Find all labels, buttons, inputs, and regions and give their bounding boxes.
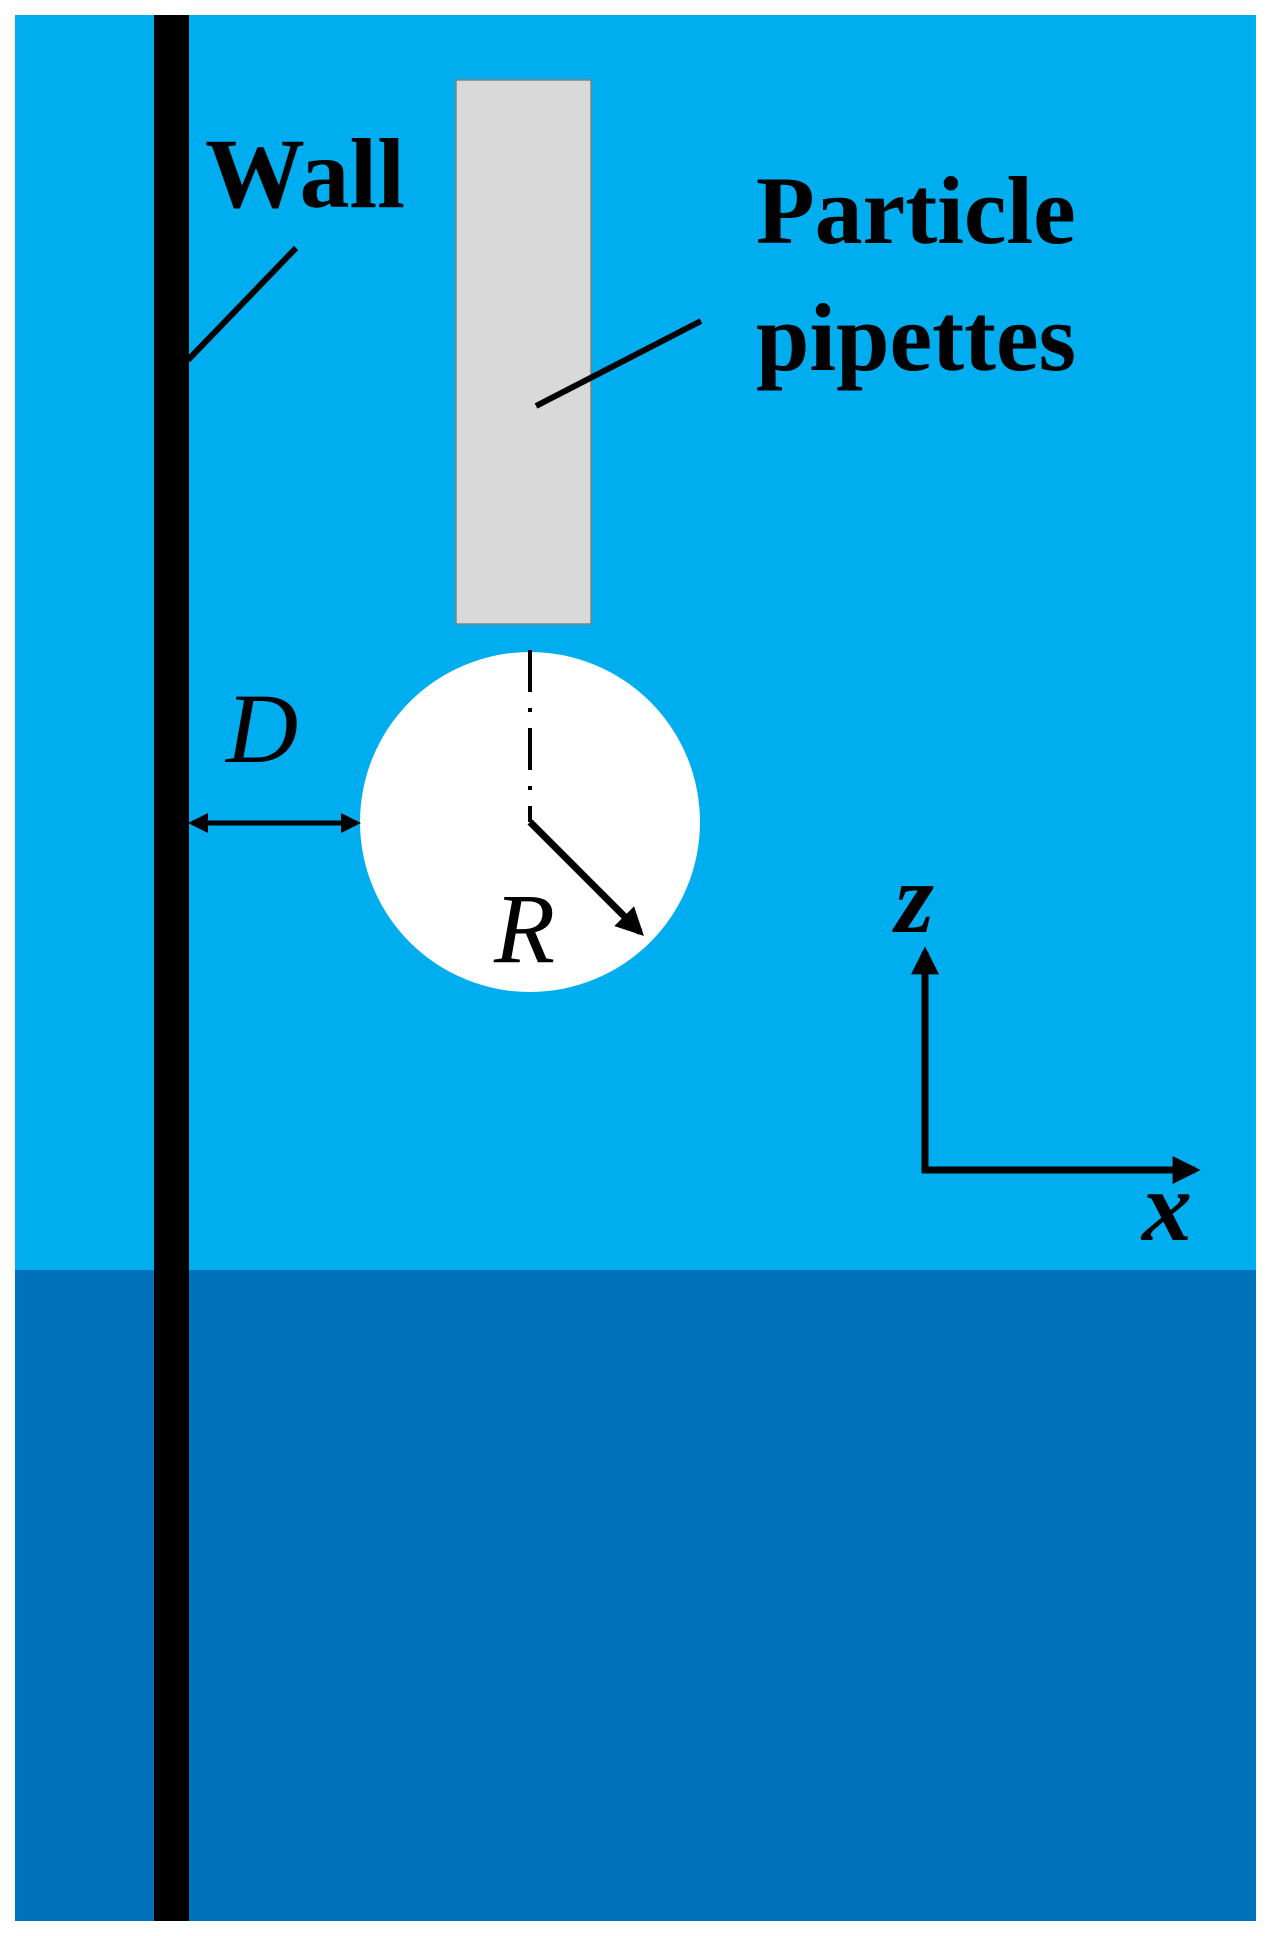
radius-arrow [527,819,644,936]
pipette-label-line2: pipettes [756,284,1076,391]
wall-leader-line [185,245,299,363]
wall [154,15,189,1921]
pipette-label-line1: Particle [756,157,1076,264]
z-axis-label: z [892,843,934,954]
wall-label: Wall [205,118,405,229]
x-axis-label: x [1140,1151,1192,1262]
pipette-leader-line [534,318,703,409]
radius-label: R [493,873,555,984]
distance-label: D [224,673,298,784]
particle-pipette [455,79,592,625]
upper-fluid-region [15,15,1256,1270]
lower-fluid-region [15,1270,1256,1921]
